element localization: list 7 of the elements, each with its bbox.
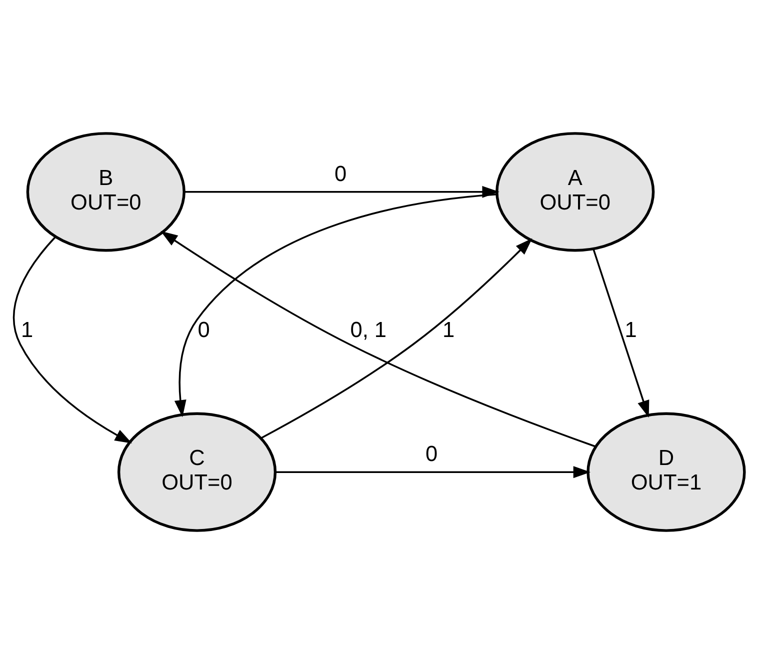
edge-label: 1 xyxy=(624,317,637,342)
edge-label: 0 xyxy=(426,440,438,466)
edge-label: 1 xyxy=(20,317,34,342)
edge-label: 0 xyxy=(334,160,347,186)
edge-label: 1 xyxy=(442,317,455,342)
edge-label: 0, 1 xyxy=(350,317,387,342)
edge-label: 0 xyxy=(198,317,210,342)
